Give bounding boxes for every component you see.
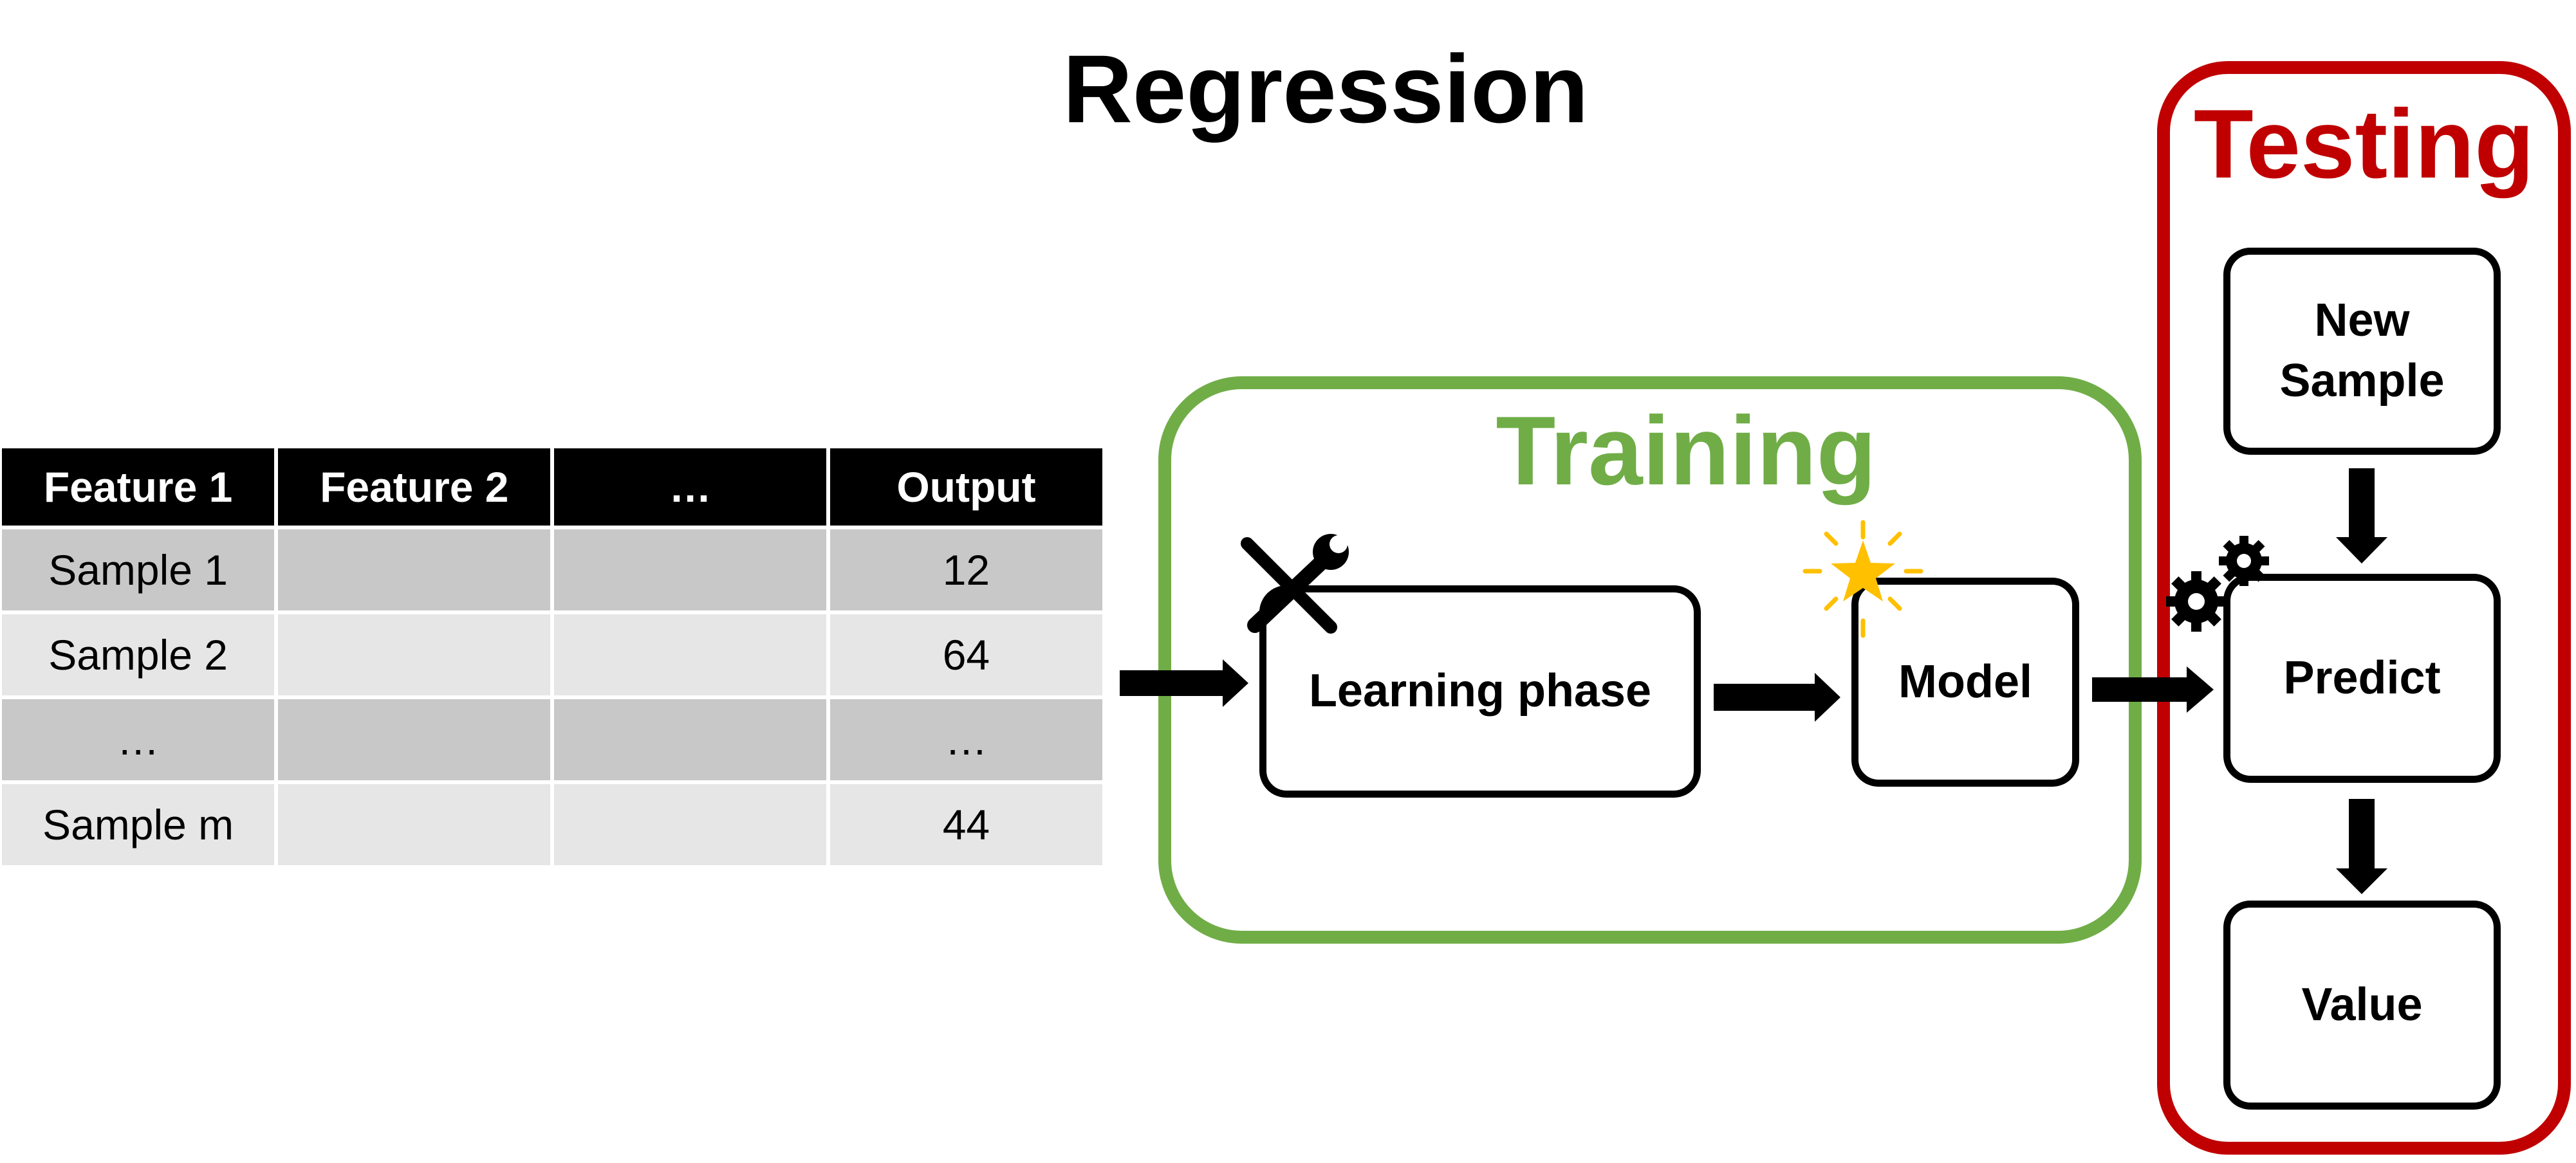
testing-group (2157, 61, 2571, 1155)
table-header-row: Feature 1 Feature 2 … Output (2, 448, 1102, 526)
table-cell (554, 784, 826, 865)
training-label: Training (1496, 396, 1876, 506)
value-box: Value (2223, 901, 2501, 1110)
arrow-learning-to-model (1714, 673, 1840, 722)
table-row: Sample 2 64 (2, 614, 1102, 695)
table-cell: … (2, 699, 275, 780)
new-sample-box: New Sample (2223, 248, 2501, 455)
wrench-screwdriver-icon (1241, 534, 1349, 634)
arrow-table-to-learning (1120, 659, 1248, 707)
table-cell: Sample 2 (2, 614, 275, 695)
data-table: Feature 1 Feature 2 … Output Sample 1 12… (0, 444, 1106, 869)
arrow-newsample-to-predict (2336, 468, 2387, 563)
table-row: Sample m 44 (2, 784, 1102, 865)
diagram-title: Regression (1062, 35, 1589, 143)
column-header: Output (829, 448, 1102, 526)
table-cell: 12 (829, 529, 1102, 610)
column-header: … (554, 448, 826, 526)
table-cell (278, 784, 551, 865)
model-box: Model (1851, 578, 2079, 787)
arrow-model-to-predict (2092, 666, 2214, 713)
table-cell: … (829, 699, 1102, 780)
star-icon (1802, 520, 1923, 638)
table-cell: Sample m (2, 784, 275, 865)
table-cell: 64 (829, 614, 1102, 695)
table-cell: Sample 1 (2, 529, 275, 610)
table-cell (554, 614, 826, 695)
training-group (1158, 376, 2142, 944)
table-cell (554, 529, 826, 610)
table-cell (278, 614, 551, 695)
table-cell (278, 529, 551, 610)
table-cell (554, 699, 826, 780)
gears-icon (2166, 536, 2269, 632)
arrow-predict-to-value (2336, 799, 2387, 894)
column-header: Feature 2 (278, 448, 551, 526)
table-row: … … (2, 699, 1102, 780)
predict-box: Predict (2223, 574, 2501, 783)
table-row: Sample 1 12 (2, 529, 1102, 610)
table-cell: 44 (829, 784, 1102, 865)
table-cell (278, 699, 551, 780)
testing-label: Testing (2193, 89, 2535, 199)
column-header: Feature 1 (2, 448, 275, 526)
